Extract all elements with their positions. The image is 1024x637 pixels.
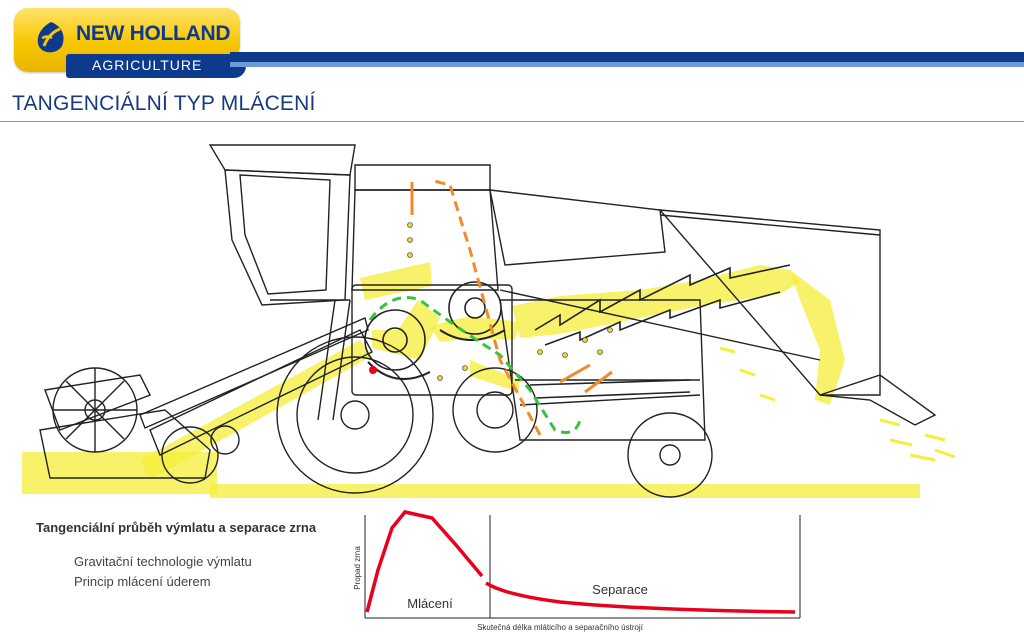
separation-curve [365, 510, 484, 613]
grain-separation-graph: Propad zrna Mlácení Separace Skutečná dé… [353, 510, 801, 632]
machine-outline [39, 144, 937, 479]
graph-x-label: Skutečná délka mláticího a separačního ú… [477, 623, 644, 632]
bullet-impact: Princip mlácení úderem [74, 574, 211, 589]
crop-flow-highlight [22, 262, 920, 498]
title-divider [0, 121, 1024, 122]
page-title: TANGENCIÁLNÍ TYP MLÁCENÍ [12, 92, 316, 115]
graph-y-label: Propad zrna [353, 546, 362, 590]
caption-heading: Tangenciální průběh výmlatu a separace z… [36, 520, 317, 535]
grain-path [368, 296, 582, 434]
straw-walkers [529, 264, 791, 399]
brand-logo[interactable]: NEW HOLLAND AGRICULTURE [14, 8, 246, 78]
brand-sub-bar: AGRICULTURE [66, 54, 246, 78]
grain-dots [407, 222, 613, 381]
header-stripe-light [230, 62, 1024, 67]
reel [52, 367, 138, 453]
brand-name: NEW HOLLAND [76, 22, 231, 45]
header: NEW HOLLAND AGRICULTURE [0, 0, 1024, 80]
combine-harvester-diagram [22, 144, 956, 498]
header-stripe-dark [230, 52, 1024, 62]
separation-curve-tail [485, 581, 796, 614]
chaff-particles [719, 346, 956, 462]
zone-label-separation: Separace [592, 582, 648, 597]
leaf-emblem-icon [37, 22, 64, 53]
wheels [161, 336, 713, 498]
return-path [410, 178, 613, 436]
bullet-gravitational: Gravitační technologie výmlatu [74, 554, 252, 569]
zone-label-threshing: Mlácení [407, 596, 453, 611]
red-marker [369, 366, 377, 374]
brand-sub-label: AGRICULTURE [92, 57, 203, 73]
